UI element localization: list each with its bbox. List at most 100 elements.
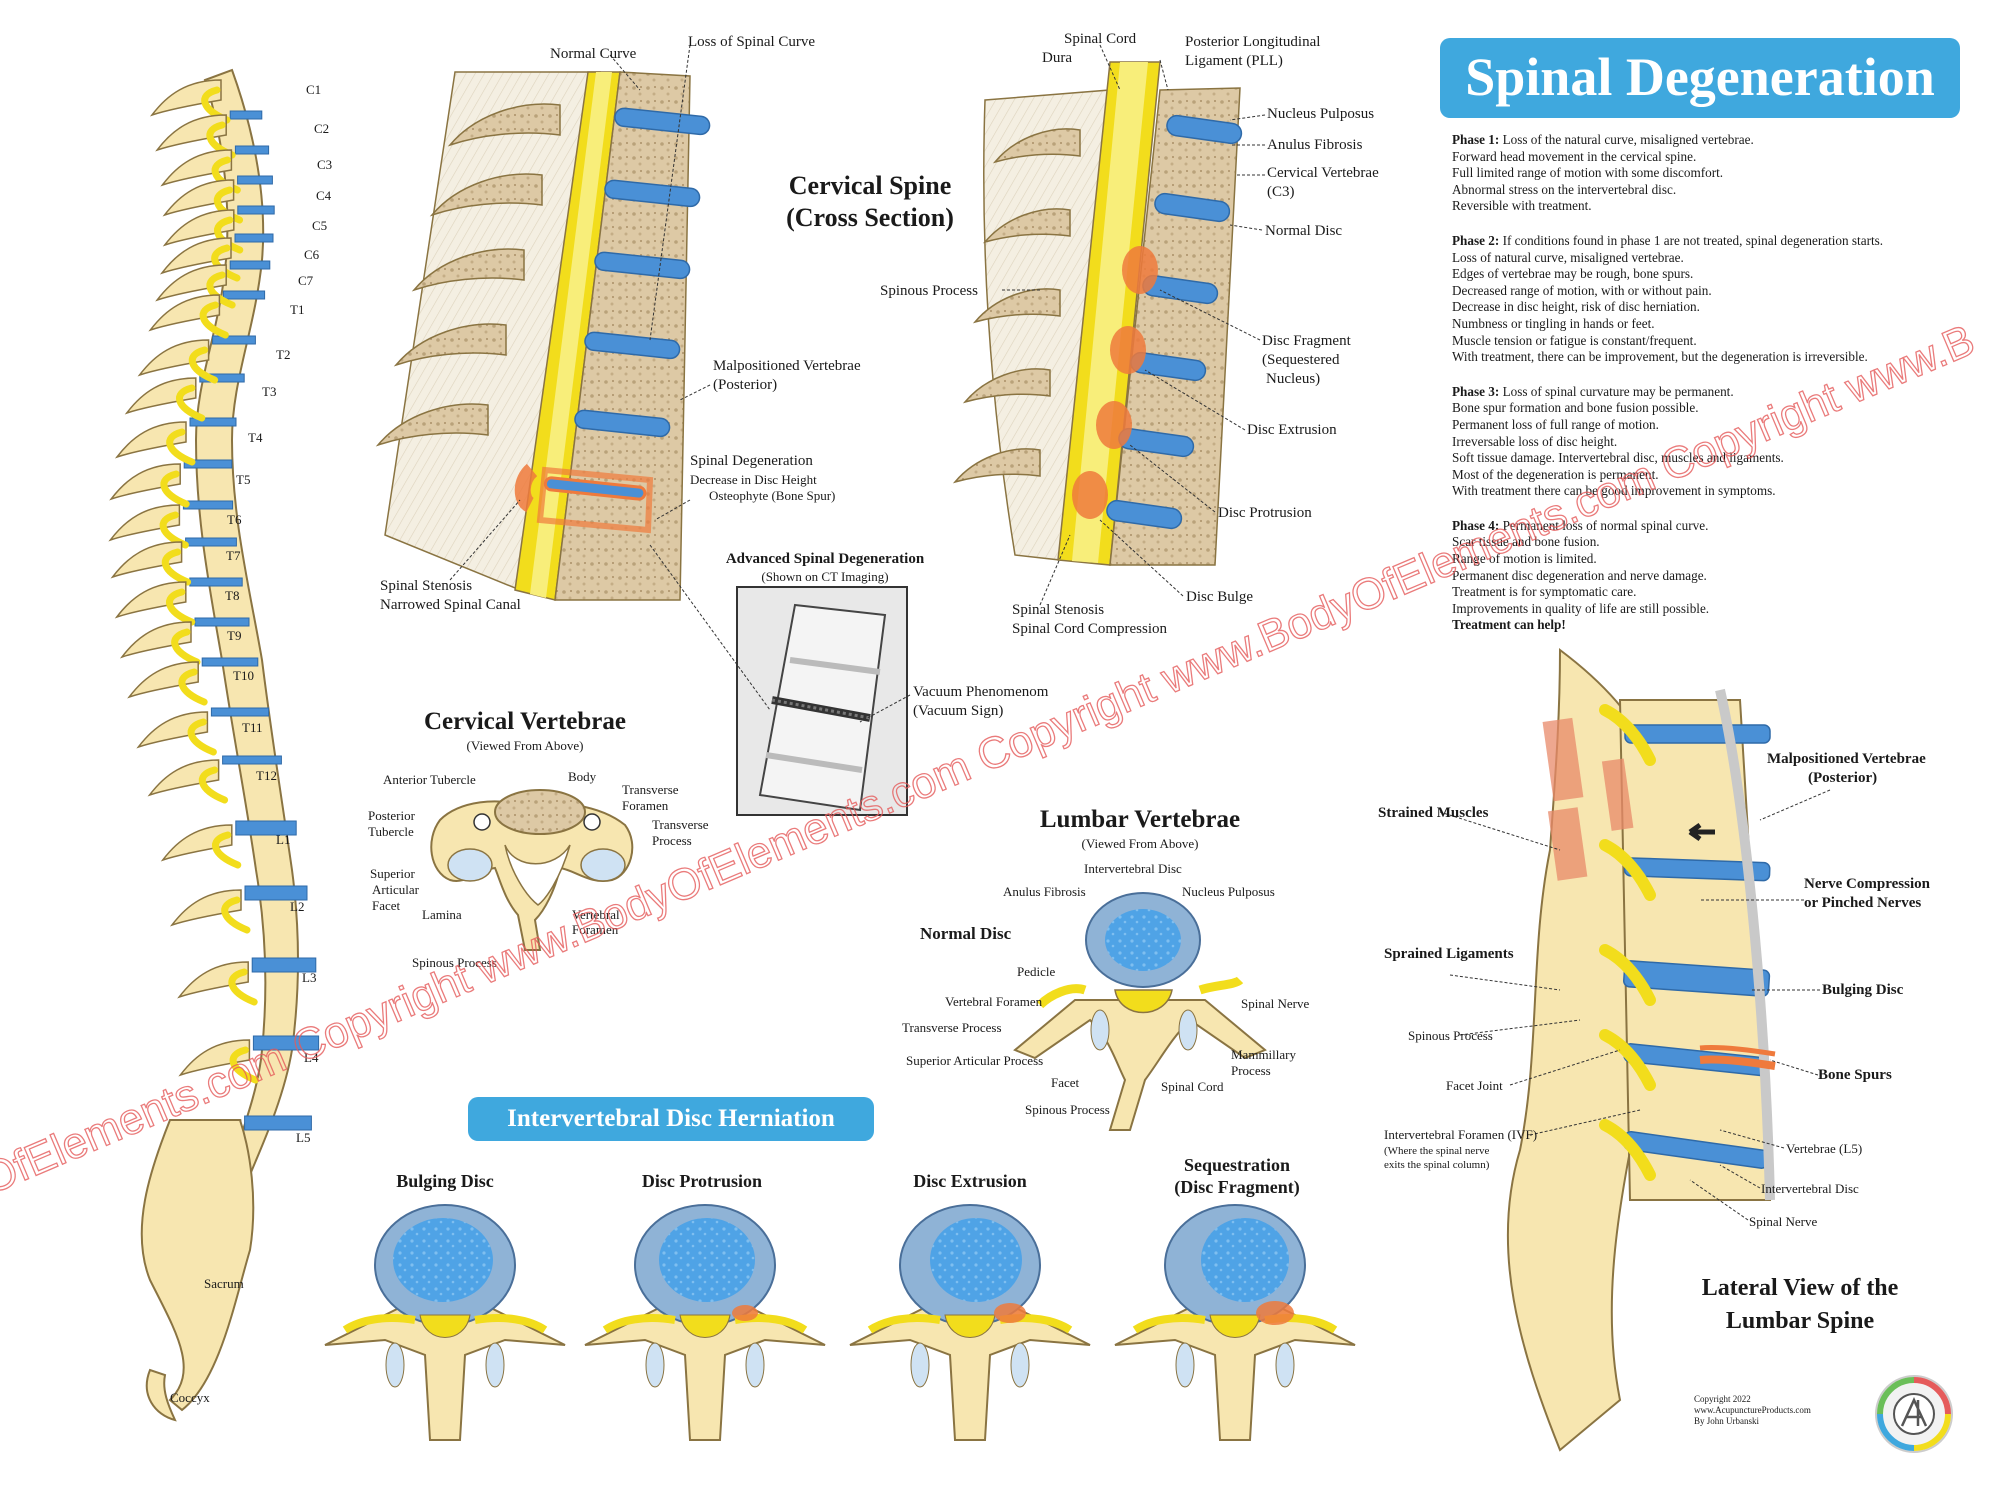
cross-section-disc [594, 251, 691, 280]
label-superior-articular-3: Facet [372, 898, 401, 913]
label-bulging-disc-lat: Bulging Disc [1822, 982, 1904, 998]
nucleus-shape [393, 1218, 493, 1302]
lateral-nerve [1599, 839, 1656, 901]
advanced-heading: Advanced Spinal Degeneration [725, 551, 925, 567]
facet-shape [645, 1342, 665, 1388]
label-cord-compression: Spinal Cord Compression [1012, 621, 1168, 637]
facet-shape [385, 1342, 405, 1388]
lateral-nerve [1599, 944, 1656, 1006]
label-cervical-vertebrae: Cervical Vertebrae [1267, 165, 1379, 181]
herniation-heading: Intervertebral Disc Herniation [468, 1097, 874, 1141]
pathology-spinous [982, 208, 1071, 244]
cross-section-spinous [447, 103, 561, 147]
label-anulus-fibrosis-lv: Anulus Fibrosis [1003, 884, 1086, 899]
vertebra-label: T7 [226, 548, 241, 563]
phases-text: Phase 1: Loss of the natural curve, misa… [1452, 132, 1972, 652]
stage-label: Disc Protrusion [641, 1171, 763, 1191]
leader-line [1719, 1164, 1761, 1189]
stage-label-sub: (Disc Fragment) [1174, 1177, 1300, 1197]
label-mammillary: Mammillary [1231, 1047, 1296, 1062]
leader-line [859, 694, 911, 723]
herniation-stage [584, 1204, 826, 1441]
label-disc-height: Decrease in Disc Height [690, 472, 817, 487]
spinal-nerve-shape [161, 548, 192, 586]
leader-line [1129, 444, 1216, 513]
spinal-nerve-shape [199, 301, 229, 339]
label-nucleus-pulposus: Nucleus Pulposus [1267, 106, 1375, 122]
vertebra-label: T8 [225, 588, 240, 603]
label-spinal-cord-lv: Spinal Cord [1161, 1079, 1224, 1094]
label-normal-disc-lv: Normal Disc [920, 924, 1012, 943]
vertebra-label: C6 [304, 247, 320, 262]
nerve-root-shape [867, 1314, 941, 1334]
label-ivf-sub: (Where the spinal nerve [1384, 1145, 1490, 1157]
spine-disc [252, 1035, 320, 1051]
vertebra-label: C3 [317, 157, 333, 172]
label-pll-sub: Ligament (PLL) [1185, 53, 1283, 69]
label-superior-articular-lv: Superior Articular Process [906, 1053, 1044, 1068]
spine-disc [237, 175, 273, 185]
nucleus-shape [1201, 1218, 1289, 1302]
herniation-mass [1110, 326, 1146, 374]
cross-section-spinous [429, 173, 543, 217]
full-spine-illustration [108, 68, 320, 1422]
label-degeneration: Spinal Degeneration [690, 453, 813, 469]
label-spinous-process-lat: Spinous Process [1408, 1028, 1493, 1043]
cervical-cross-section [375, 71, 711, 601]
label-sprained-ligaments: Sprained Ligaments [1384, 946, 1514, 962]
nerve-root-shape [602, 1314, 676, 1334]
label-vertebral-foramen-2: Foramen [572, 922, 619, 937]
vertebra-label: T1 [290, 302, 305, 317]
leader-line [1459, 1019, 1581, 1036]
spine-disc [222, 290, 266, 300]
cross-section-disc [604, 179, 701, 208]
label-transverse-foramen: Transverse [622, 782, 679, 797]
label-nucleus: Nucleus) [1266, 371, 1321, 387]
label-lamina: Lamina [422, 907, 462, 922]
label-spinal-nerve-lv: Spinal Nerve [1241, 996, 1310, 1011]
lumbar-vertebrae-heading: Lumbar Vertebrae [1039, 806, 1241, 833]
label-dura: Dura [1042, 50, 1072, 66]
label-normal-curve: Normal Curve [550, 46, 637, 62]
label-superior-articular-2: Articular [372, 882, 419, 897]
leader-lines [449, 44, 1831, 1221]
label-pll: Posterior Longitudinal [1185, 34, 1321, 50]
vertebra-label: C4 [316, 188, 332, 203]
label-narrowed-canal: Narrowed Spinal Canal [380, 597, 521, 613]
vertebra-label: Sacrum [204, 1276, 244, 1291]
spinal-nerve-shape [212, 831, 242, 869]
label-malpositioned: Malpositioned Vertebrae [713, 358, 861, 374]
spinal-nerve-shape [187, 718, 217, 756]
label-stenosis-2: Spinal Stenosis [1012, 602, 1105, 618]
leader-line [1689, 1179, 1749, 1221]
spine-disc [183, 459, 233, 469]
leader-line [1509, 1049, 1621, 1086]
label-transverse-process: Transverse [652, 817, 709, 832]
cross-section-disc [584, 331, 681, 360]
spinal-nerve-shape [166, 588, 196, 626]
label-malpositioned-lat: Malpositioned Vertebrae [1767, 751, 1926, 767]
pathology-disc [1154, 192, 1231, 223]
label-transverse-process-2: Process [652, 833, 692, 848]
label-vacuum-sign: (Vacuum Sign) [913, 703, 1004, 719]
spinal-cord-shape [944, 1314, 996, 1338]
label-disc-bulge: Disc Bulge [1186, 589, 1254, 605]
vertebra-label: T10 [233, 668, 254, 683]
advanced-sub: (Shown on CT Imaging) [761, 569, 889, 584]
herniated-material [1256, 1301, 1294, 1325]
label-posterior-tubercle-2: Tubercle [368, 824, 414, 839]
label-vertebral-foramen: Vertebral [572, 907, 620, 922]
herniation-mass [1072, 471, 1108, 519]
label-strained-muscles: Strained Muscles [1378, 805, 1489, 821]
vertebra-label: T6 [227, 512, 242, 527]
leader-line [1159, 59, 1169, 91]
spine-disc [244, 1115, 312, 1131]
phase-1: Phase 1: Loss of the natural curve, misa… [1452, 132, 1754, 214]
label-spinal-cord: Spinal Cord [1064, 31, 1137, 47]
label-bone-spurs: Bone Spurs [1818, 1067, 1892, 1083]
label-disc-fragment: Disc Fragment [1262, 333, 1351, 349]
leader-line [1099, 519, 1184, 597]
facet-shape [1275, 1342, 1295, 1388]
label-facet: Facet [1051, 1075, 1080, 1090]
